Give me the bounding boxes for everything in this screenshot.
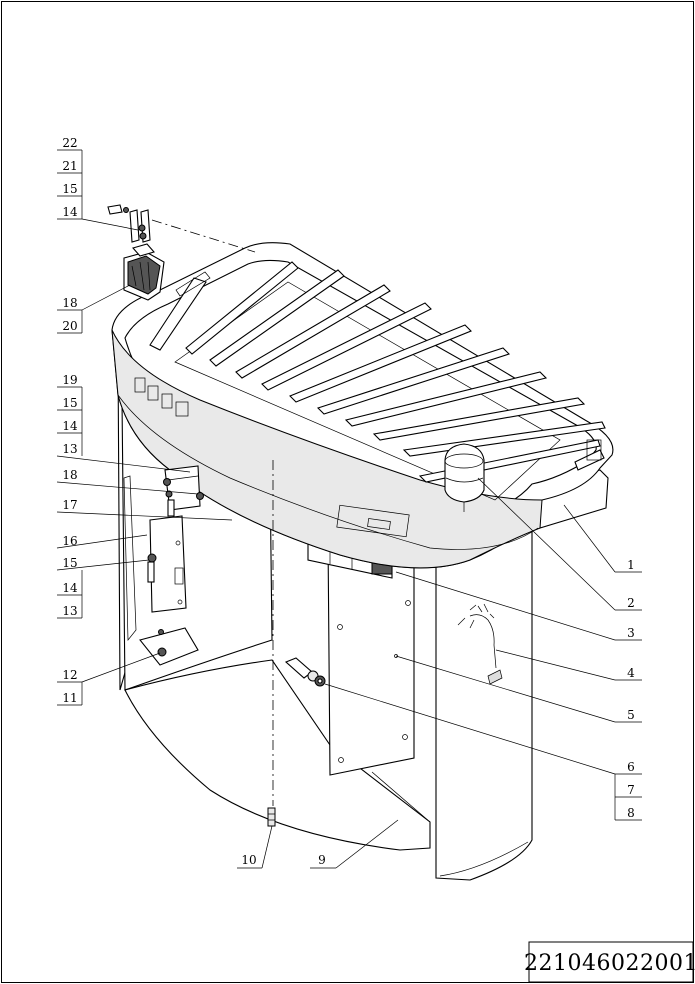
callout-12: 12	[62, 668, 77, 682]
cable-harness	[457, 603, 503, 685]
title-block: 221046022001	[524, 941, 695, 983]
leader-lines	[56, 149, 642, 869]
callout-14: 14	[62, 205, 78, 219]
callout-14: 14	[62, 419, 78, 433]
callout-8: 8	[627, 806, 635, 820]
bolt-washer-set	[284, 657, 326, 687]
callout-9: 9	[318, 853, 326, 867]
callout-22: 22	[62, 136, 77, 150]
callout-17: 17	[62, 498, 77, 512]
callout-15: 15	[62, 396, 77, 410]
callout-15: 15	[62, 556, 77, 570]
drawing-number: 221046022001	[524, 951, 695, 976]
callout-1: 1	[627, 558, 635, 572]
callouts-left: 22 21 15 14 18 20 19 15 14 13 18 17 16 1…	[62, 136, 78, 705]
hinge-hardware	[107, 204, 151, 243]
callout-18: 18	[62, 468, 77, 482]
callouts-right: 1 2 3 4 5 6 7 8	[627, 558, 635, 820]
callouts-bottom: 10 9	[241, 853, 325, 867]
callout-11: 11	[62, 691, 77, 705]
callout-10: 10	[241, 853, 256, 867]
callout-2: 2	[627, 596, 635, 610]
callout-14: 14	[62, 581, 78, 595]
callout-19: 19	[62, 373, 77, 387]
callout-4: 4	[627, 666, 635, 680]
callout-13: 13	[62, 442, 77, 456]
cover-box	[123, 243, 165, 301]
callout-7: 7	[627, 783, 635, 797]
callout-15: 15	[62, 182, 77, 196]
callout-3: 3	[627, 626, 635, 640]
float-cup	[444, 443, 485, 512]
assembly-geometry	[107, 204, 614, 881]
tray-ribs	[185, 261, 606, 483]
callout-18: 18	[62, 296, 77, 310]
callout-21: 21	[62, 159, 77, 173]
callout-5: 5	[627, 708, 635, 722]
callout-20: 20	[62, 319, 77, 333]
callout-13: 13	[62, 604, 77, 618]
callout-16: 16	[62, 534, 77, 548]
callout-6: 6	[627, 760, 635, 774]
